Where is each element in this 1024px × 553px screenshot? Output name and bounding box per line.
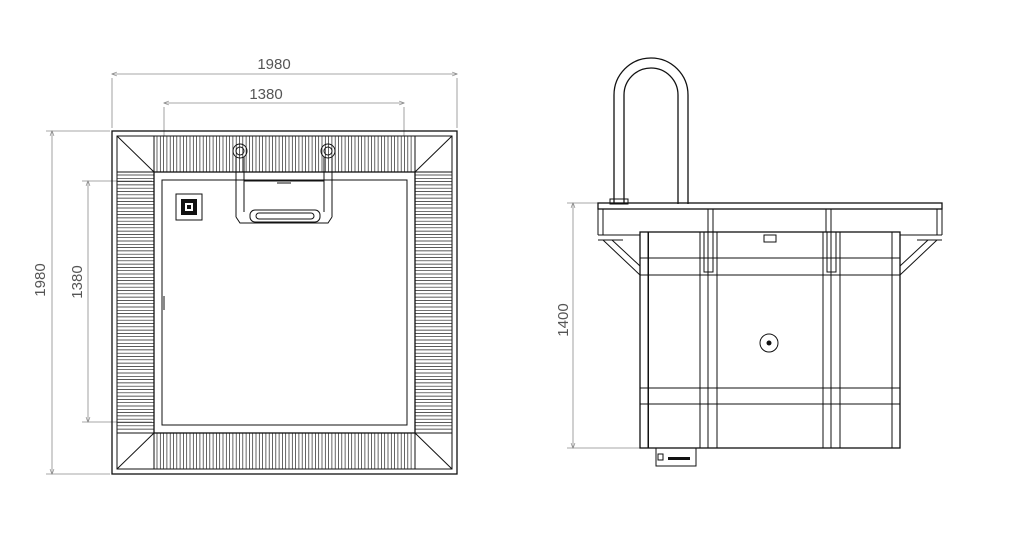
- dimension-plan-inner-width: 1380: [164, 86, 404, 136]
- plan-outer-frame-inner-edge: [116, 135, 453, 470]
- dimension-plan-outer-width: 1980: [112, 56, 457, 128]
- dim-label-plan-outer-width: 1980: [257, 56, 290, 73]
- elevation-deck: [597, 202, 943, 276]
- dim-label-plan-outer-depth: 1980: [32, 263, 49, 296]
- plan-view: 1980 1380 1980 1380: [32, 56, 458, 475]
- dim-label-plan-inner-depth: 1380: [69, 265, 86, 298]
- elevation-handrail: [609, 57, 689, 205]
- skimmer-icon: [175, 193, 203, 221]
- plan-tub-rim: [153, 171, 416, 434]
- elevation-drain-valve: [655, 447, 697, 467]
- dimension-elevation-height: 1400: [555, 203, 640, 448]
- plan-tub-interior: [161, 179, 408, 426]
- plan-ladder: [232, 143, 336, 224]
- elevation-view: 1400: [555, 57, 943, 467]
- plan-outer-frame: [111, 130, 458, 475]
- dim-label-elevation-height: 1400: [555, 303, 572, 336]
- plan-decking: [116, 135, 453, 470]
- elevation-tub-body: [639, 231, 901, 449]
- dimension-plan-outer-depth: 1980: [32, 131, 110, 474]
- dim-label-plan-inner-width: 1380: [249, 86, 282, 103]
